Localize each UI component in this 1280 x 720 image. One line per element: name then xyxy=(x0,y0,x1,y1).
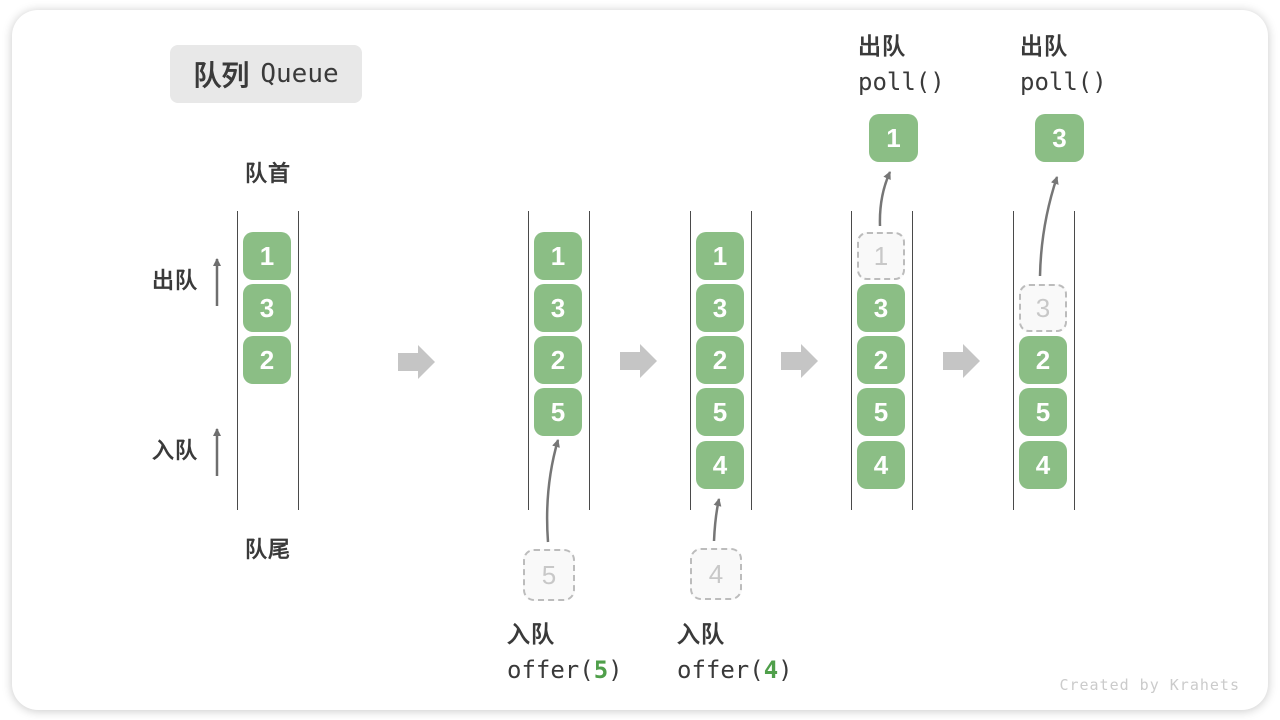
op-dequeue-3-code: poll() xyxy=(1020,68,1107,96)
queue-item: 3 xyxy=(857,284,905,332)
queue-item: 4 xyxy=(1019,441,1067,489)
staged-item-5: 5 xyxy=(523,549,575,601)
queue-item: 3 xyxy=(243,284,291,332)
queue-item: 3 xyxy=(696,284,744,332)
op-enqueue-5-code: offer(5) xyxy=(507,652,623,688)
queue-item-removed: 1 xyxy=(857,232,905,280)
code-close: ) xyxy=(608,656,623,684)
code-fn: offer( xyxy=(677,656,764,684)
code-fn: offer( xyxy=(507,656,594,684)
queue-item: 1 xyxy=(696,232,744,280)
queue-item: 2 xyxy=(1019,336,1067,384)
step-arrow-2-icon xyxy=(620,344,657,378)
op-enqueue-4-code: offer(4) xyxy=(677,652,793,688)
op-dequeue-3-label: 出队 xyxy=(1020,33,1068,59)
op-enqueue-5-label: 入队 xyxy=(507,621,555,647)
staged-item-4: 4 xyxy=(690,548,742,600)
label-dequeue-side: 出队 xyxy=(152,268,199,293)
title-badge: 队列 Queue xyxy=(170,45,362,103)
queue-item: 5 xyxy=(857,388,905,436)
dequeued-item-1: 1 xyxy=(869,114,918,162)
queue-item-removed: 3 xyxy=(1019,284,1067,332)
label-queue-rear: 队尾 xyxy=(245,537,292,562)
op-dequeue-1-label: 出队 xyxy=(858,33,906,59)
op-enqueue-5: 入队 offer(5) xyxy=(507,617,623,688)
queue-item: 4 xyxy=(696,441,744,489)
queue-column-1: 1 3 2 xyxy=(237,211,299,510)
queue-column-4: 1 3 2 5 4 xyxy=(851,211,913,510)
queue-item: 5 xyxy=(1019,388,1067,436)
op-dequeue-1-code: poll() xyxy=(858,68,945,96)
op-dequeue-1: 出队 poll() xyxy=(858,29,945,100)
queue-item: 2 xyxy=(243,336,291,384)
title-zh: 队列 xyxy=(193,60,250,91)
title-en: Queue xyxy=(260,59,339,89)
label-queue-front: 队首 xyxy=(245,161,292,186)
op-dequeue-3: 出队 poll() xyxy=(1020,29,1107,100)
queue-item: 5 xyxy=(534,388,582,436)
queue-item: 2 xyxy=(857,336,905,384)
code-arg: 4 xyxy=(763,656,779,684)
queue-item: 2 xyxy=(696,336,744,384)
dequeued-item-3: 3 xyxy=(1035,114,1084,162)
queue-column-5: 3 2 5 4 xyxy=(1013,211,1075,510)
step-arrow-3-icon xyxy=(781,344,818,378)
code-close: ) xyxy=(778,656,793,684)
queue-item: 5 xyxy=(696,388,744,436)
watermark: Created by Krahets xyxy=(1059,676,1240,694)
queue-column-2: 1 3 2 5 xyxy=(528,211,590,510)
queue-item: 4 xyxy=(857,441,905,489)
step-arrow-4-icon xyxy=(943,344,980,378)
queue-item: 1 xyxy=(534,232,582,280)
step-arrow-1-icon xyxy=(398,345,435,379)
code-arg: 5 xyxy=(593,656,609,684)
queue-item: 1 xyxy=(243,232,291,280)
op-enqueue-4: 入队 offer(4) xyxy=(677,617,793,688)
queue-item: 3 xyxy=(534,284,582,332)
op-enqueue-4-label: 入队 xyxy=(677,621,725,647)
label-enqueue-side: 入队 xyxy=(152,438,199,463)
queue-column-3: 1 3 2 5 4 xyxy=(690,211,752,510)
queue-item: 2 xyxy=(534,336,582,384)
